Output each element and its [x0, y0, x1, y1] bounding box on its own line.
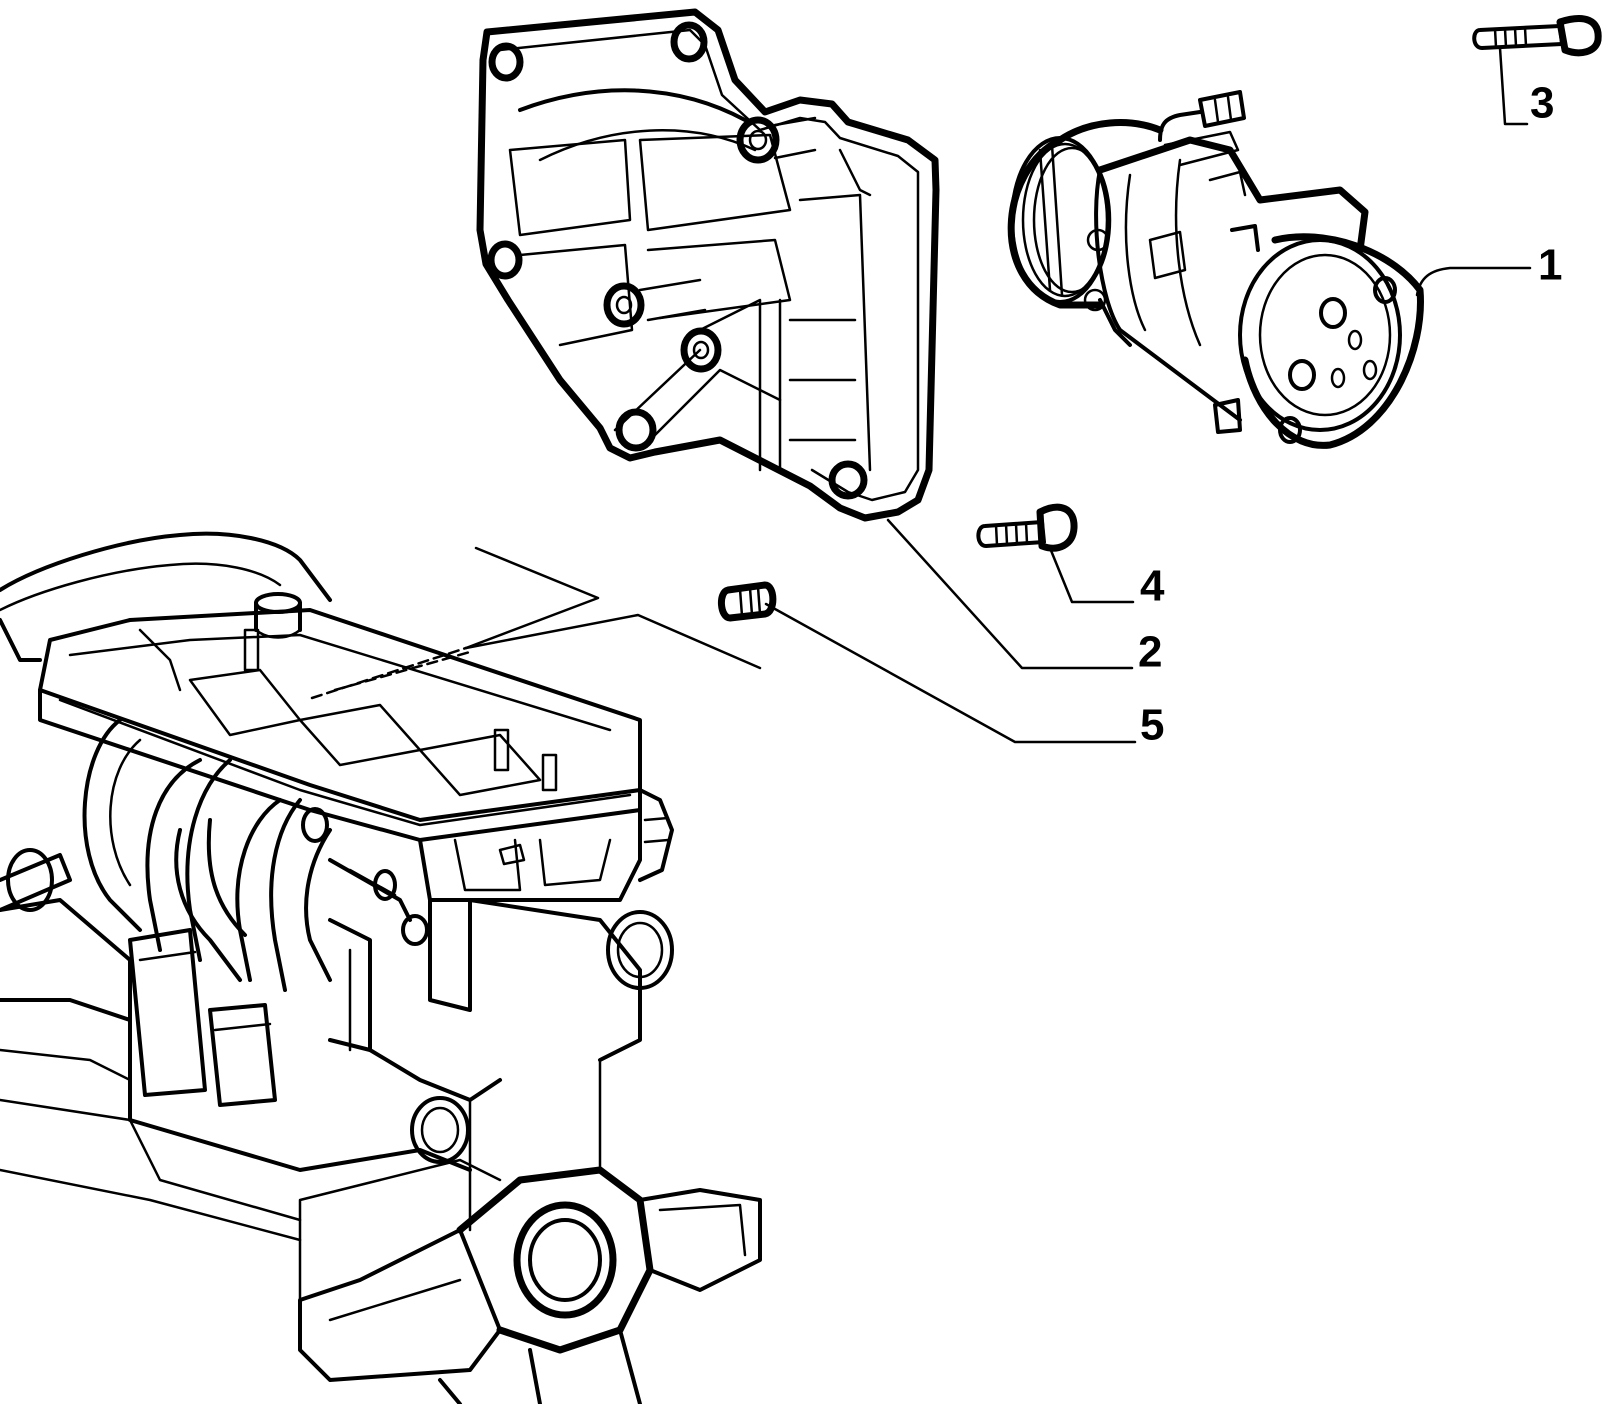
callout-labels: 1 2 3 4 5 [1138, 79, 1562, 750]
leader-lines [764, 46, 1532, 744]
ac-compressor [1007, 90, 1424, 449]
assembly-lines [310, 546, 762, 700]
leader-line-3 [1498, 46, 1529, 126]
leader-line-1 [1415, 266, 1532, 297]
callout-2: 2 [1138, 628, 1162, 677]
callout-1: 1 [1538, 241, 1562, 290]
callout-3: 3 [1530, 79, 1554, 128]
callout-5: 5 [1140, 701, 1164, 750]
stud [718, 581, 777, 622]
bolt-long [1472, 15, 1602, 57]
leader-line-4 [1048, 546, 1135, 604]
support-bracket [476, 8, 940, 522]
leader-line-5 [764, 602, 1137, 744]
engine-block [0, 531, 762, 1404]
callout-4: 4 [1140, 562, 1165, 611]
bolt-short [976, 503, 1078, 552]
leader-line-2 [886, 518, 1134, 670]
